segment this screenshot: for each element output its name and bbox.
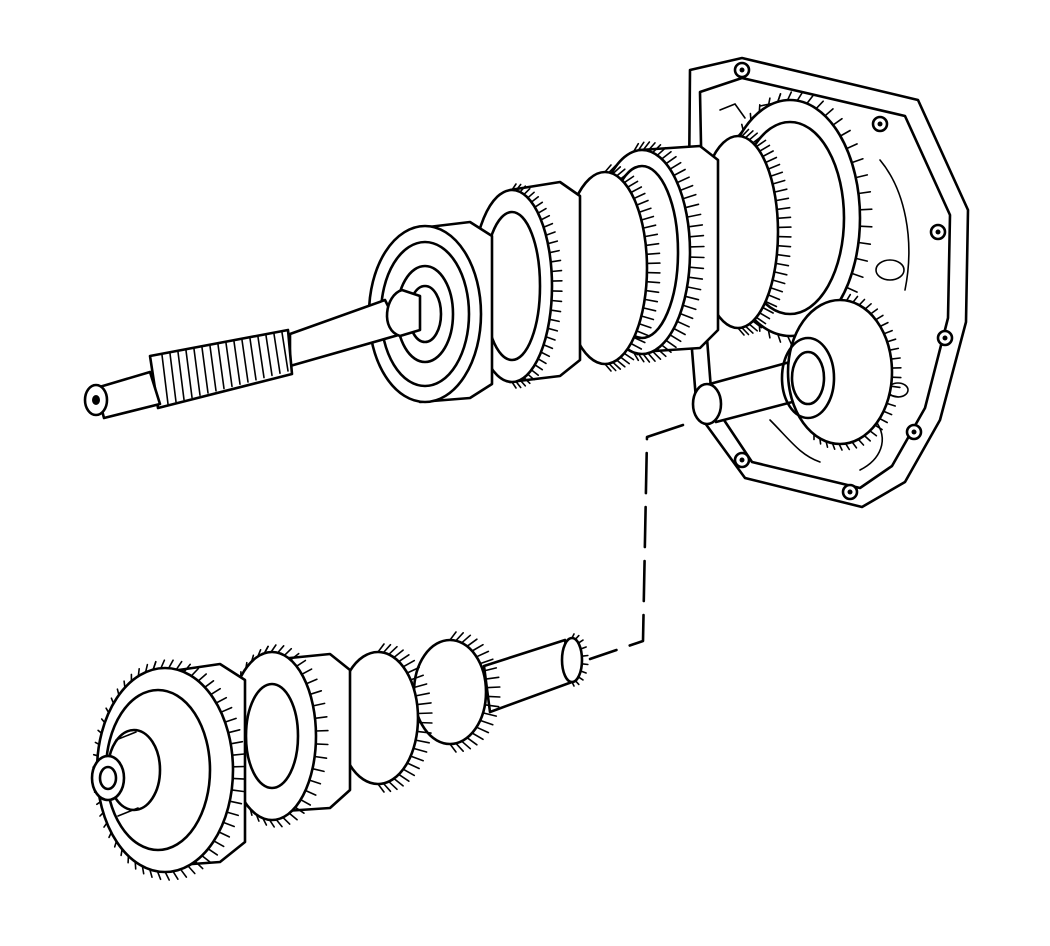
countershaft-gear-second: [225, 644, 352, 828]
mainshaft-shaft: [83, 288, 422, 420]
countershaft-gear-cluster: [90, 631, 589, 881]
countershaft-gear-large: [90, 659, 247, 881]
countershaft-pin: [691, 293, 902, 451]
mainshaft-gear-2: [561, 164, 661, 372]
countershaft-shaft-end: [482, 633, 589, 714]
countershaft-gear-small: [412, 631, 501, 753]
mainshaft-assembly: [83, 91, 873, 420]
housing-bolt-holes: [733, 61, 954, 501]
countershaft-gear-medium: [336, 643, 433, 793]
alignment-leader-line: [588, 423, 685, 661]
